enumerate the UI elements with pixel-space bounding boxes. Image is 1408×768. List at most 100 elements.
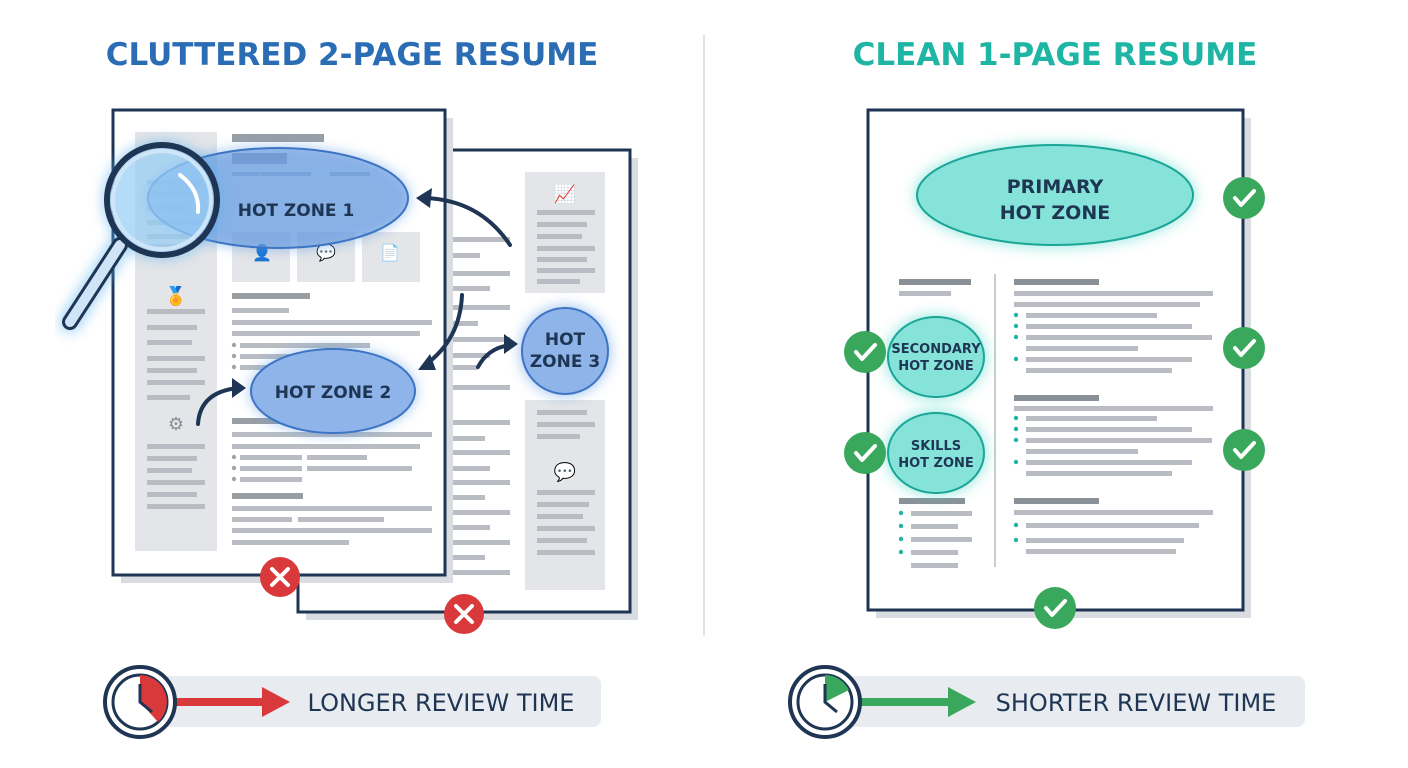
text-line <box>147 480 205 485</box>
text-line <box>537 514 583 519</box>
check-circle-icon <box>844 331 886 373</box>
text-line <box>537 410 587 415</box>
text-line <box>1026 449 1138 454</box>
text-line <box>450 555 485 560</box>
text-line <box>1014 291 1213 296</box>
bullet <box>231 465 237 471</box>
text-line <box>1026 523 1199 528</box>
check-circle-icon <box>1034 587 1076 629</box>
x-circle-icon <box>444 594 484 634</box>
text-line <box>450 450 510 455</box>
text-line <box>147 368 197 373</box>
heading-line <box>899 279 971 285</box>
hot-zone-2-label: HOT ZONE 2 <box>275 383 392 403</box>
heading-line <box>1014 395 1099 401</box>
bullet <box>1013 426 1019 432</box>
x-circle-icon <box>260 557 300 597</box>
bullet <box>231 353 237 359</box>
text-line <box>240 466 302 471</box>
text-line <box>232 444 420 449</box>
bullet <box>1013 522 1019 528</box>
text-line <box>911 537 972 542</box>
text-line <box>450 525 490 530</box>
text-line <box>1026 438 1212 443</box>
text-line <box>537 222 587 227</box>
text-line <box>1026 346 1138 351</box>
gear-icon: ⚙ <box>168 414 184 434</box>
text-line <box>537 434 580 439</box>
text-line <box>147 444 205 449</box>
text-line <box>1026 324 1192 329</box>
longer-review-time-label: LONGER REVIEW TIME <box>308 689 575 717</box>
text-line <box>1014 406 1213 411</box>
text-line <box>450 466 490 471</box>
text-line <box>911 550 958 555</box>
secondary-hot-zone-label-line1: SECONDARY <box>891 342 981 357</box>
heading-line <box>1014 498 1099 504</box>
text-line <box>147 325 197 330</box>
text-line <box>537 257 587 262</box>
text-line <box>537 422 595 427</box>
heading-line <box>1014 279 1099 285</box>
text-line <box>537 210 595 215</box>
text-line <box>450 305 510 310</box>
bullet <box>1013 312 1019 318</box>
check-circle-icon <box>1223 429 1265 471</box>
text-line <box>1014 510 1213 515</box>
hot-zone-3-label-line1: HOT <box>545 330 586 350</box>
text-line <box>450 385 510 390</box>
text-line <box>147 395 190 400</box>
text-line <box>537 538 587 543</box>
text-line <box>450 540 510 545</box>
text-line <box>450 271 510 276</box>
bullet <box>1013 334 1019 340</box>
text-line <box>1026 538 1184 543</box>
text-line <box>911 524 958 529</box>
chart-icon: 📈 <box>554 183 576 204</box>
text-line <box>450 286 490 291</box>
text-line <box>450 436 485 441</box>
text-line <box>307 466 412 471</box>
bullet <box>231 342 237 348</box>
text-line <box>537 550 595 555</box>
text-line <box>537 502 589 507</box>
text-line <box>232 528 432 533</box>
text-line <box>450 510 510 515</box>
text-line <box>450 495 485 500</box>
text-line <box>450 365 478 370</box>
text-line <box>1026 357 1192 362</box>
text-line <box>240 477 302 482</box>
text-line <box>1026 368 1172 373</box>
bullet <box>231 364 237 370</box>
text-line <box>537 246 595 251</box>
document-icon: 📄 <box>380 243 400 262</box>
bullet <box>898 549 904 555</box>
text-line <box>232 540 349 545</box>
heading-line <box>232 134 324 142</box>
text-line <box>1026 549 1176 554</box>
bullet <box>1013 437 1019 443</box>
text-line <box>1026 335 1212 340</box>
text-line <box>147 380 205 385</box>
text-line <box>911 563 958 568</box>
shorter-review-time-bar: SHORTER REVIEW TIME <box>788 665 1305 739</box>
heading-line <box>232 418 310 424</box>
text-line <box>450 321 478 326</box>
bullet <box>898 536 904 542</box>
text-line <box>450 253 480 258</box>
text-line <box>147 468 192 473</box>
bullet <box>1013 356 1019 362</box>
text-line <box>1014 302 1200 307</box>
text-line <box>911 511 972 516</box>
award-icon: 🏅 <box>165 285 187 307</box>
text-line <box>1026 460 1192 465</box>
secondary-hot-zone <box>887 316 985 398</box>
text-line <box>899 291 951 296</box>
text-line <box>1026 313 1157 318</box>
clock-icon <box>788 665 862 739</box>
text-line <box>450 237 510 242</box>
text-line <box>537 279 580 284</box>
text-line <box>232 517 292 522</box>
magnifier-icon <box>59 140 222 333</box>
